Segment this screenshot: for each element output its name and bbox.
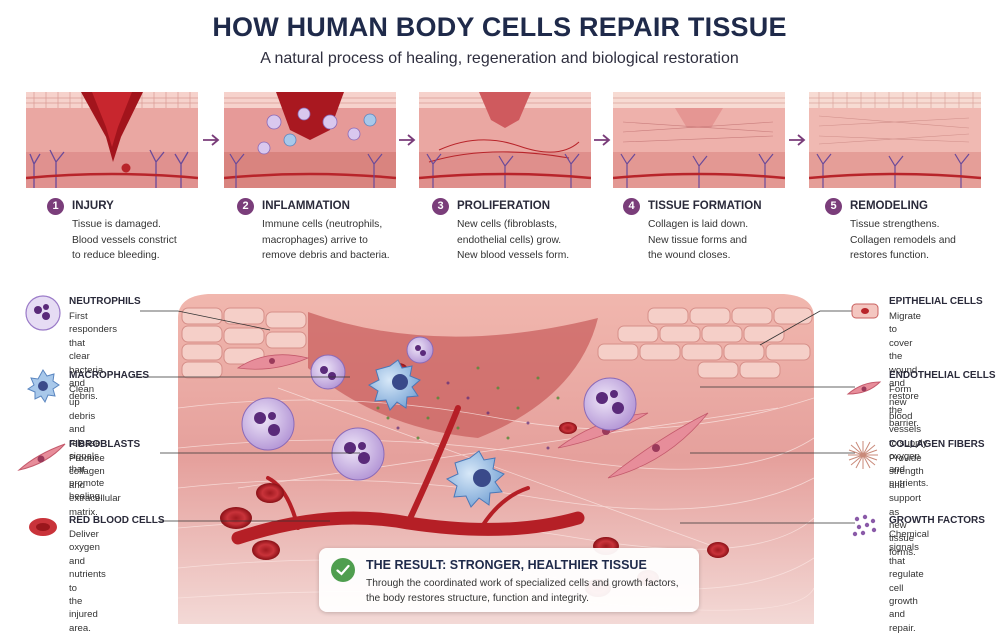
neutrophil-icon xyxy=(25,295,61,331)
checkmark-icon xyxy=(331,558,355,582)
stage-3-caption: 3 PROLIFERATION New cells (fibroblasts,e… xyxy=(432,197,612,264)
macrophage-icon xyxy=(26,369,60,404)
stage-5-illustration xyxy=(809,92,981,188)
stage-4-illustration xyxy=(613,92,785,188)
stage-description: Tissue is damaged.Blood vessels constric… xyxy=(72,219,177,261)
step-badge: 1 xyxy=(47,197,64,215)
stage-title: INFLAMMATION xyxy=(262,200,350,212)
tissue-cross-section-illustration xyxy=(177,288,815,624)
page-subtitle: A natural process of healing, regenerati… xyxy=(260,50,739,67)
arrow-icon xyxy=(203,134,220,146)
growth-factors-icon xyxy=(852,514,877,537)
stage-5-caption: 5 REMODELING Tissue strengthens.Collagen… xyxy=(825,197,999,264)
red-blood-cell-icon xyxy=(29,518,57,536)
fibroblast-icon xyxy=(17,443,66,471)
stage-title: REMODELING xyxy=(850,200,928,212)
collagen-fibers-icon xyxy=(848,441,878,469)
endothelial-cell-icon xyxy=(846,381,882,395)
epithelial-cell-icon xyxy=(851,303,879,319)
stage-title: TISSUE FORMATION xyxy=(648,200,762,212)
result-description: Through the coordinated work of speciali… xyxy=(366,578,679,604)
stage-description: Collagen is laid down.New tissue forms a… xyxy=(648,219,749,261)
stage-description: Tissue strengthens.Collagen remodels and… xyxy=(850,219,956,261)
step-badge: 2 xyxy=(237,197,254,215)
step-badge: 3 xyxy=(432,197,449,215)
stage-description: New cells (fibroblasts,endothelial cells… xyxy=(457,219,570,261)
stage-1-illustration xyxy=(26,92,198,188)
step-badge: 4 xyxy=(623,197,640,215)
stage-title: INJURY xyxy=(72,200,114,212)
stage-2-caption: 2 INFLAMMATION Immune cells (neutrophils… xyxy=(237,197,417,264)
stage-4-caption: 4 TISSUE FORMATION Collagen is laid down… xyxy=(623,197,803,264)
step-badge: 5 xyxy=(825,197,842,215)
arrow-icon xyxy=(789,134,806,146)
page-title: HOW HUMAN BODY CELLS REPAIR TISSUE xyxy=(212,12,787,42)
stage-2-illustration xyxy=(224,92,396,188)
stage-title: PROLIFERATION xyxy=(457,200,551,212)
stage-3-illustration xyxy=(419,92,591,188)
result-callout: THE RESULT: STRONGER, HEALTHIER TISSUE T… xyxy=(319,548,699,612)
result-title: THE RESULT: STRONGER, HEALTHIER TISSUE xyxy=(366,558,647,572)
stage-description: Immune cells (neutrophils,macrophages) a… xyxy=(262,219,390,261)
arrow-icon xyxy=(399,134,416,146)
arrow-icon xyxy=(594,134,611,146)
stage-1-caption: 1 INJURY Tissue is damaged.Blood vessels… xyxy=(47,197,227,264)
